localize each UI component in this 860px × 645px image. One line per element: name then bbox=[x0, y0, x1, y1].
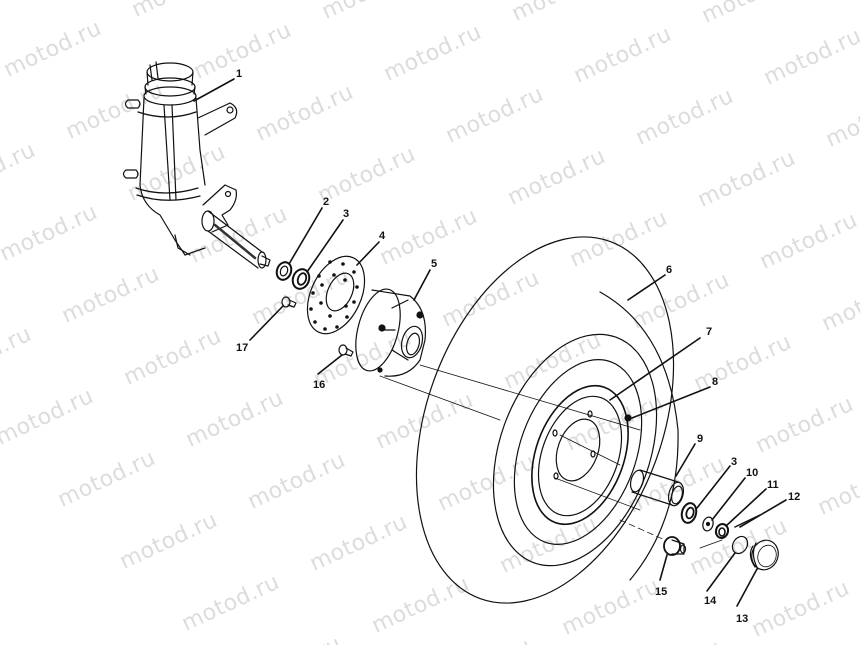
callout-spacer-sleeve: 9 bbox=[697, 433, 704, 445]
callout-brake-disc: 4 bbox=[379, 230, 386, 242]
lug-nut-part bbox=[619, 519, 687, 556]
brake-disc-part bbox=[306, 255, 366, 335]
callout-wheel-stud: 16 bbox=[313, 379, 326, 391]
callout-seal: 2 bbox=[323, 196, 330, 208]
callout-wheel-hub: 5 bbox=[431, 258, 438, 270]
castle-nut-part bbox=[714, 523, 730, 539]
callout-o-ring: 14 bbox=[704, 595, 717, 607]
callout-hub-cap: 13 bbox=[736, 613, 749, 625]
callout-valve-stem: 8 bbox=[712, 376, 719, 388]
callout-spindle-housing: 1 bbox=[236, 68, 243, 80]
wheel-rim-part bbox=[492, 333, 658, 567]
valve-stem-part bbox=[624, 414, 632, 422]
callout-disc-bolt: 17 bbox=[236, 342, 249, 354]
disc-bolt-part bbox=[281, 296, 297, 308]
wheel-hub-part bbox=[355, 288, 641, 431]
o-ring-part bbox=[731, 535, 749, 555]
seal-part bbox=[275, 261, 293, 281]
washer-part bbox=[702, 516, 714, 532]
bearing-outer-part bbox=[680, 502, 698, 524]
callout-bearing-inner: 3 bbox=[343, 208, 350, 220]
callout-tire: 6 bbox=[666, 264, 673, 276]
wheel-stud-part bbox=[338, 344, 354, 357]
bearing-inner-part bbox=[291, 268, 311, 290]
callout-bearing-outer: 3 bbox=[731, 456, 738, 468]
hub-cap-part bbox=[749, 539, 779, 571]
callout-wheel-rim: 7 bbox=[706, 326, 713, 338]
tire-part bbox=[415, 236, 679, 604]
callout-castle-nut: 11 bbox=[767, 479, 779, 491]
spindle-housing-part bbox=[122, 61, 271, 269]
leader-lines bbox=[193, 78, 787, 607]
callout-lug-nut: 15 bbox=[655, 586, 668, 598]
callout-washer: 10 bbox=[746, 467, 759, 479]
callout-cotter-pin: 12 bbox=[788, 491, 801, 503]
spacer-sleeve-part bbox=[629, 469, 685, 507]
